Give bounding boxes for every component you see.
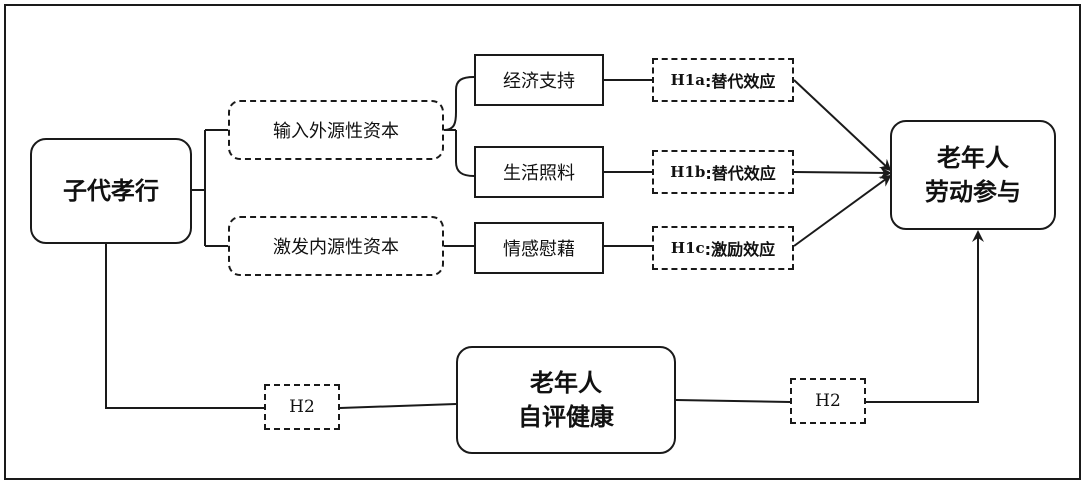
hypothesis-h2-left-label: H2	[289, 397, 315, 417]
brace-input	[443, 76, 475, 177]
hypothesis-h1b-code: H1b	[670, 163, 706, 181]
diagram-frame	[4, 4, 1081, 480]
emotional-comfort-box: 情感慰藉	[474, 222, 604, 274]
hypothesis-h2-right-label: H2	[815, 391, 841, 411]
hypothesis-h1a-text: :替代效应	[704, 72, 776, 91]
life-care-box: 生活照料	[474, 146, 604, 198]
filial-piety-label: 子代孝行	[63, 177, 159, 205]
filial-piety-box: 子代孝行	[30, 138, 192, 244]
hypothesis-h1c-box: H1c:激励效应	[652, 226, 794, 270]
self-rated-health-box: 老年人 自评健康	[456, 346, 676, 454]
stimulate-internal-capital-label: 激发内源性资本	[273, 237, 399, 258]
self-rated-health-line2: 自评健康	[518, 403, 614, 431]
hypothesis-h1b-box: H1b:替代效应	[652, 150, 794, 194]
arrow-h1a-labor	[793, 79, 892, 172]
emotional-comfort-label: 情感慰藉	[503, 239, 575, 260]
arrow-h2-labor	[866, 230, 984, 403]
hypothesis-h1a-code: H1a	[670, 71, 705, 89]
stimulate-internal-capital-box: 激发内源性资本	[228, 216, 444, 276]
hypothesis-h1a-box: H1a:替代效应	[652, 58, 794, 102]
hypothesis-h1c-code: H1c	[670, 239, 705, 257]
self-rated-health-line1: 老年人	[530, 369, 602, 397]
hypothesis-h2-left-box: H2	[264, 384, 340, 430]
economic-support-box: 经济支持	[474, 54, 604, 106]
hypothesis-h1c-text: :激励效应	[704, 240, 776, 259]
link-health-h2	[675, 399, 791, 403]
hypothesis-h2-right-box: H2	[790, 378, 866, 424]
hypothesis-h1b-text: :替代效应	[705, 164, 776, 183]
input-external-capital-box: 输入外源性资本	[228, 100, 444, 160]
labor-participation-line2: 劳动参与	[925, 178, 1021, 206]
life-care-label: 生活照料	[503, 163, 575, 184]
link-filial-h2	[105, 244, 264, 409]
economic-support-label: 经济支持	[503, 71, 575, 92]
labor-participation-box: 老年人 劳动参与	[890, 120, 1056, 230]
labor-participation-line1: 老年人	[937, 144, 1009, 172]
arrow-h1b-labor	[793, 166, 892, 179]
arrow-h1c-labor	[793, 174, 892, 247]
link-h2-health	[339, 403, 457, 409]
input-external-capital-label: 输入外源性资本	[273, 121, 399, 142]
